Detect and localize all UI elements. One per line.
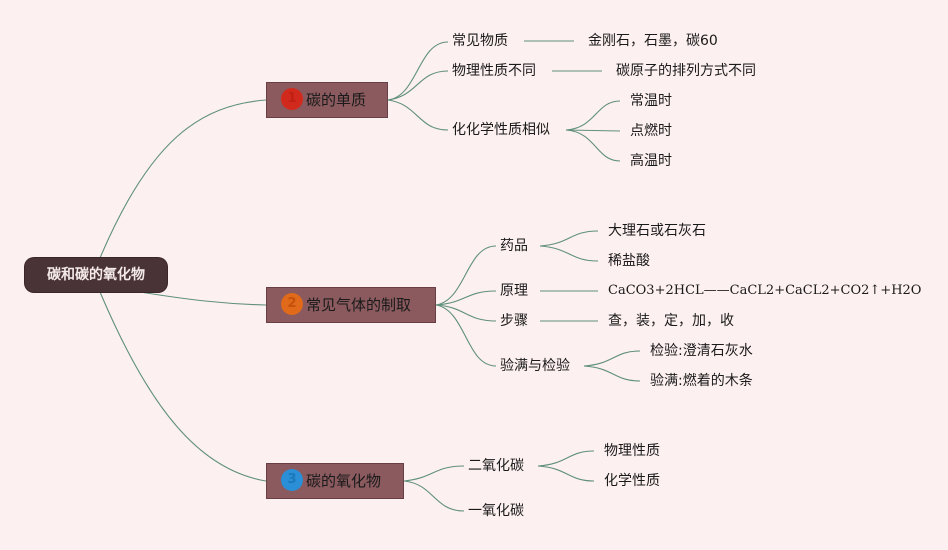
edge-b2-c4 [435, 304, 497, 367]
branch-label: 碳的氧化物 [306, 472, 382, 490]
topic-item[interactable]: 常温时 [630, 93, 672, 109]
topic-physical-properties[interactable]: 物理性质不同 [452, 63, 536, 79]
topic-item[interactable]: 大理石或石灰石 [608, 223, 706, 239]
topic-detail[interactable]: 查，装，定，加，收 [608, 313, 734, 329]
topic-common-substances[interactable]: 常见物质 [452, 33, 508, 49]
edge-b1-c2 [387, 70, 449, 101]
edge-b1-c1 [387, 41, 449, 101]
topic-carbon-monoxide[interactable]: 一氧化碳 [468, 503, 524, 519]
edge-root-b3 [99, 291, 267, 482]
edge-b3-c1 [403, 465, 465, 482]
number-badge-icon: 3 [281, 469, 303, 491]
edge-b3-c2 [403, 480, 465, 512]
topic-principle[interactable]: 原理 [500, 283, 528, 299]
topic-detail[interactable]: 碳原子的排列方式不同 [616, 63, 756, 79]
topic-chemical-properties[interactable]: 化化学性质相似 [452, 122, 550, 138]
topic-reagents[interactable]: 药品 [500, 238, 528, 254]
topic-steps[interactable]: 步骤 [500, 313, 528, 329]
branch-label: 碳的单质 [306, 91, 367, 109]
number-badge-icon: 1 [281, 88, 303, 110]
number-badge-icon: 2 [281, 293, 303, 315]
branch-label: 常见气体的制取 [306, 296, 412, 314]
topic-item[interactable]: 稀盐酸 [608, 253, 650, 269]
topic-equation[interactable]: CaCO3+2HCL——CaCL2+CaCL2+CO2↑+H2O [608, 283, 922, 298]
edge-b2-c1 [435, 245, 497, 306]
topic-item[interactable]: 检验:澄清石灰水 [650, 343, 753, 359]
topic-test[interactable]: 验满与检验 [500, 358, 570, 374]
edge-b2-c3 [435, 304, 497, 322]
edge-root-b1 [99, 99, 267, 259]
edge-root-b2 [139, 291, 267, 306]
edge-b1-c3 [387, 99, 449, 131]
topic-detail[interactable]: 金刚石，石墨，碳60 [588, 33, 718, 49]
topic-item[interactable]: 验满:燃着的木条 [650, 373, 753, 389]
root-node[interactable]: 碳和碳的氧化物 [25, 258, 167, 292]
topic-item[interactable]: 高温时 [630, 153, 672, 169]
topic-item[interactable]: 化学性质 [604, 473, 660, 489]
topic-item[interactable]: 物理性质 [604, 443, 660, 459]
topic-carbon-dioxide[interactable]: 二氧化碳 [468, 458, 524, 474]
edge-b2-c2 [435, 290, 497, 306]
topic-item[interactable]: 点燃时 [630, 123, 672, 139]
